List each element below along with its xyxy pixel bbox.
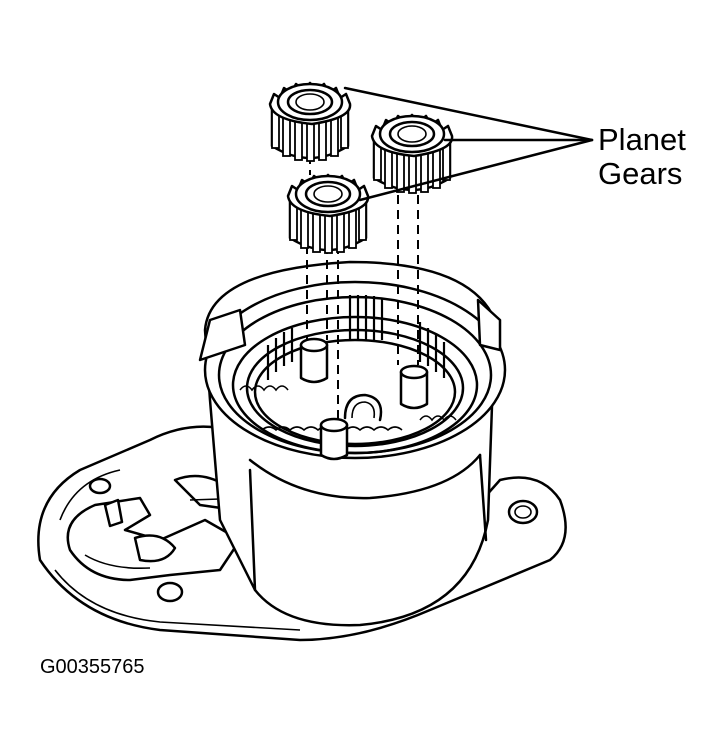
planet-gear-1 — [268, 81, 352, 162]
ring-gear-teeth — [266, 295, 446, 380]
bolt-hole-bottom — [156, 581, 184, 603]
callout-line-2: Gears — [598, 156, 682, 191]
planet-gear-3 — [286, 173, 370, 254]
pin-left — [299, 337, 329, 384]
planet-gear-2 — [370, 113, 454, 194]
figure-id: G00355765 — [40, 656, 145, 678]
planet-pins — [299, 337, 429, 461]
bolt-hole-left — [88, 477, 112, 495]
callout-leaders — [343, 86, 594, 202]
callout-line-1: Planet — [598, 122, 686, 157]
pin-front — [319, 417, 349, 461]
bolt-hole-right — [507, 499, 539, 525]
ring-gear-housing — [198, 260, 507, 627]
pin-right — [399, 364, 429, 410]
